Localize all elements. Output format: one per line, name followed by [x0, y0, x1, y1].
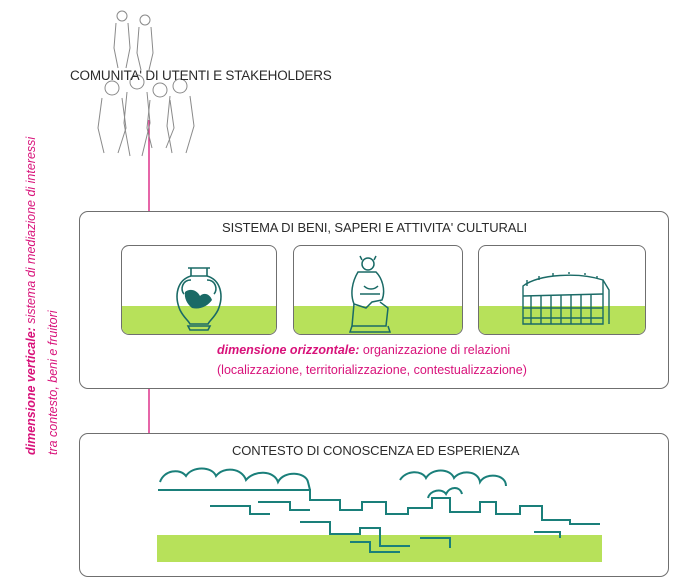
city-skyline-icon — [158, 467, 600, 553]
people-group-icon — [97, 10, 195, 157]
community-title: COMUNITA' DI UTENTI E STAKEHOLDERS — [70, 68, 332, 83]
amphora-icon — [176, 267, 222, 331]
horizontal-dimension-name: dimensione orizzontale: — [217, 343, 360, 357]
vertical-dimension-desc2: tra contesto, beni e fruitori — [46, 310, 60, 455]
horizontal-dimension-text: dimensione orizzontale: organizzazione d… — [217, 343, 510, 357]
vertical-dimension-label: dimensione verticale: sistema di mediazi… — [10, 95, 72, 465]
context-title: CONTESTO DI CONOSCENZA ED ESPERIENZA — [232, 443, 520, 458]
horizontal-dimension-detail: (localizzazione, territorializzazione, c… — [217, 363, 527, 377]
card-colosseum — [478, 245, 646, 335]
card-amphora — [121, 245, 277, 335]
cultural-system-title: SISTEMA DI BENI, SAPERI E ATTIVITA' CULT… — [222, 220, 527, 235]
vertical-dimension-desc: sistema di mediazione di interessi — [24, 136, 38, 328]
horizontal-dimension-desc: organizzazione di relazioni — [359, 343, 511, 357]
vertical-dimension-name: dimensione verticale: — [24, 327, 38, 455]
colosseum-icon — [522, 272, 610, 325]
card-statue — [293, 245, 463, 335]
statue-icon — [348, 255, 392, 333]
